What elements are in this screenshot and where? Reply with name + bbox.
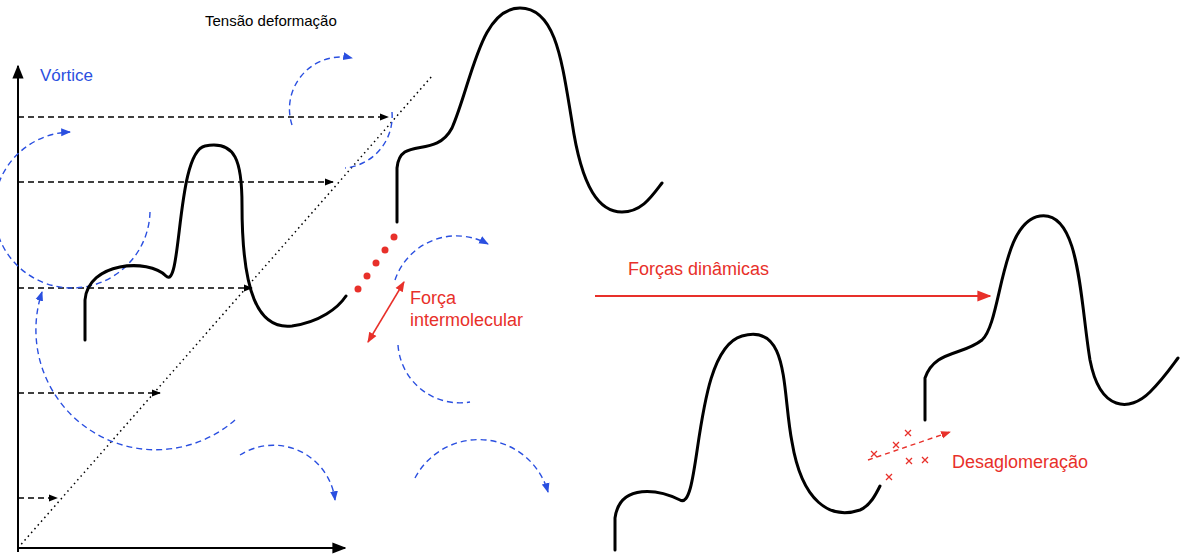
velocity-arrows [18, 117, 388, 498]
intermolecular-bond [355, 234, 398, 293]
result-label: Desaglomeração [952, 452, 1088, 474]
force-arrow [368, 282, 404, 342]
axis-title: Tensão deformação [205, 12, 337, 30]
axes [18, 66, 345, 552]
separation-arrow [868, 432, 950, 460]
vortex-arcs [0, 57, 548, 500]
broken-bond [871, 430, 928, 480]
polymer-chains [85, 8, 1178, 550]
process-arrow [595, 295, 990, 297]
process-label: Forças dinâmicas [628, 259, 769, 281]
force-label: Força intermolecular [410, 288, 550, 331]
shear-profile [18, 76, 432, 548]
vortex-label: Vórtice [40, 66, 93, 86]
